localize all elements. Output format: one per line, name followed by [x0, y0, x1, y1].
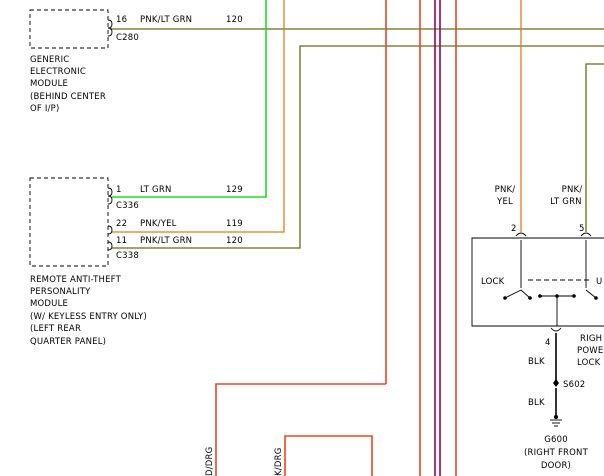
ground-wire-label-1: BLK	[528, 357, 545, 367]
gem-label-line: GENERIC	[30, 55, 69, 65]
rap-label-line: REMOTE ANTI-THEFT	[30, 275, 122, 285]
ground-label-line: (RIGHT FRONT	[524, 448, 589, 458]
rap-wire-color-3: PNK/LT GRN	[140, 236, 192, 246]
wire-switch-pnk-ltgrn	[585, 63, 604, 182]
ground-label-line: G600	[544, 435, 568, 445]
switch-connector-2	[515, 232, 527, 237]
wire-rap-119	[112, 0, 285, 233]
rap-label-line: QUARTER PANEL)	[30, 337, 106, 347]
rap-label-line: (W/ KEYLESS ENTRY ONLY)	[30, 312, 147, 322]
switch-pin-5: 5	[579, 224, 585, 234]
rap-label-line: MODULE	[30, 299, 68, 309]
rap-connector-bottom: C338	[116, 251, 139, 261]
gem-label-line: MODULE	[30, 79, 68, 89]
switch-side-label-line: POWE	[577, 346, 603, 356]
rap-pin-3: 11	[116, 236, 127, 246]
rap-connector-c338	[107, 225, 113, 251]
ground-symbol-icon	[550, 415, 562, 427]
gem-label-line: ELECTRONIC	[30, 67, 86, 77]
rap-label-line: (LEFT REAR	[30, 324, 81, 334]
gem-connector-bracket	[107, 19, 113, 37]
rap-pin-1: 1	[116, 185, 122, 195]
rap-wire-color-2: PNK/YEL	[140, 219, 177, 229]
switch-wire-label-2b: LT GRN	[550, 197, 582, 207]
ground-wire-label-2: BLK	[528, 398, 545, 408]
switch-housing	[471, 237, 604, 327]
rap-label-line: PERSONALITY	[30, 287, 91, 297]
switch-unlock-label-partial: U	[596, 277, 602, 287]
gem-label-line: OF I/P)	[30, 104, 60, 114]
gem-label: GENERIC ELECTRONIC MODULE (BEHIND CENTER…	[30, 55, 106, 114]
rap-wire-color-1: LT GRN	[140, 185, 172, 195]
bottom-wire-label-1: D/DRG	[205, 447, 215, 476]
gem-label-line: (BEHIND CENTER	[30, 92, 106, 102]
switch-side-label-line: LOCK	[577, 358, 601, 368]
rap-circuit-1: 129	[226, 185, 243, 195]
ground-connector	[550, 327, 562, 332]
gem-module-box	[29, 9, 109, 49]
ground-splice-label: S602	[563, 380, 585, 390]
switch-wire-label-2a: PNK/	[562, 185, 583, 195]
gem-connector: C280	[116, 33, 139, 43]
rap-pin-2: 22	[116, 219, 127, 229]
wire-rap-129	[112, 0, 267, 198]
gem-pin: 16	[116, 15, 127, 25]
wire-rap-120	[112, 45, 604, 249]
ground-splice	[553, 379, 559, 387]
wire-red-loop-2	[284, 435, 373, 476]
gem-wire-color: PNK/LT GRN	[140, 15, 192, 25]
switch-contact-dot	[594, 296, 598, 300]
switch-connector-5	[580, 232, 592, 237]
rap-module-box	[29, 177, 109, 267]
switch-contact-left	[504, 289, 531, 299]
wire-red-loop-1	[215, 383, 386, 476]
rap-label: REMOTE ANTI-THEFT PERSONALITY MODULE (W/…	[30, 275, 147, 347]
switch-contact-right	[585, 289, 597, 299]
rap-connector-top: C336	[116, 201, 139, 211]
rap-connector-c336	[107, 187, 113, 205]
ground-label-line: DOOR)	[541, 461, 571, 471]
bottom-wire-label-2: K/DRG	[274, 448, 284, 476]
switch-contact-dot	[538, 294, 542, 298]
gem-circuit: 120	[226, 15, 243, 25]
switch-lock-label: LOCK	[481, 277, 505, 287]
switch-pin-2: 2	[511, 224, 517, 234]
switch-contact-dot	[503, 296, 507, 300]
switch-contact-dot	[572, 294, 576, 298]
rap-circuit-3: 120	[226, 236, 243, 246]
switch-side-label-line: RIGH	[580, 334, 602, 344]
switch-wire-label-1a: PNK/	[495, 185, 516, 195]
rap-circuit-2: 119	[226, 219, 243, 229]
ground-pin: 4	[545, 338, 551, 348]
switch-wire-label-1b: YEL	[496, 197, 513, 207]
switch-contact-dot	[528, 296, 532, 300]
